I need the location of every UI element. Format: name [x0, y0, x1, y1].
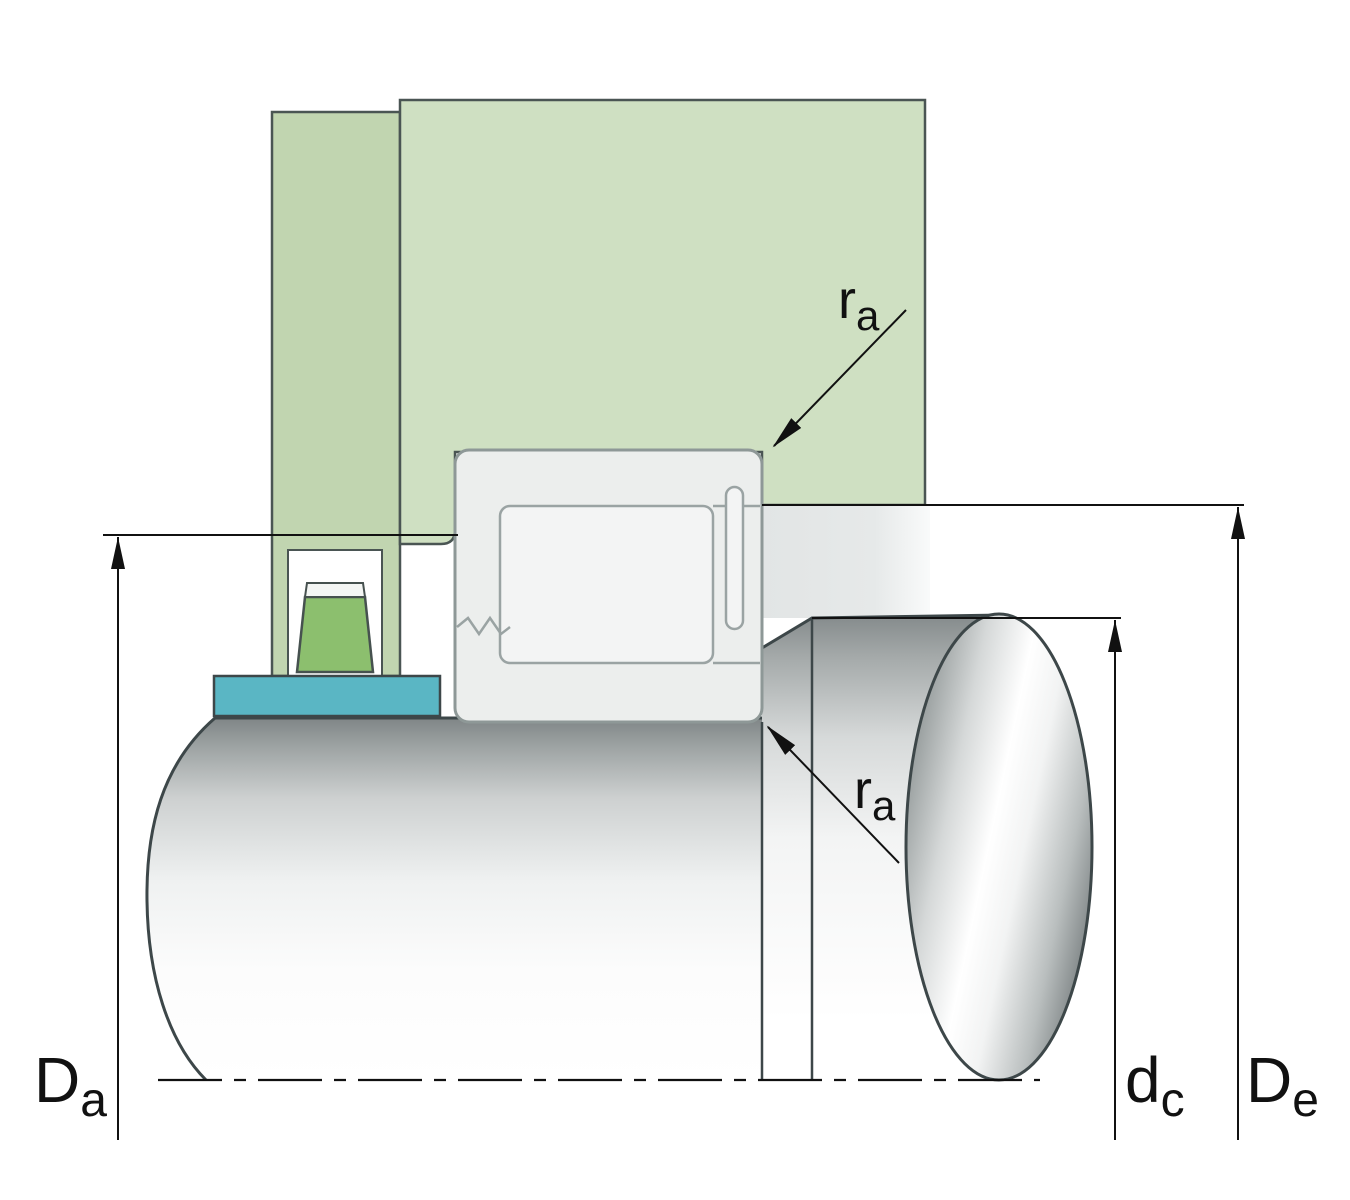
label-dc: dc [1125, 1044, 1185, 1127]
label-ra-top: ra [838, 270, 880, 339]
label-ra-bottom: ra [854, 760, 896, 829]
annotation-group: Da dc De ra ra [34, 270, 1319, 1140]
seal-element-cap [303, 582, 367, 598]
shaft-end-curve [904, 612, 1094, 1082]
leader-ra-top [772, 309, 907, 448]
bearing-break-symbol [456, 615, 511, 637]
shaft-main-body [146, 718, 763, 1080]
seal-group [212, 582, 442, 718]
bearing-cage-pin [724, 485, 745, 631]
label-Da: Da [34, 1044, 107, 1127]
shaft-main-outline [145, 716, 762, 1082]
shaft-group [145, 505, 1094, 1082]
dim-arrow-dc [1108, 620, 1122, 652]
shaft-raceway-section [762, 505, 930, 618]
seal-carrier-ring [212, 674, 442, 718]
leader-ra-bottom [766, 725, 900, 864]
dim-arrow-Da [111, 537, 125, 569]
bearing-roller [498, 504, 715, 665]
dim-arrow-De [1231, 507, 1245, 539]
bearing-group [453, 448, 764, 724]
label-De: De [1246, 1044, 1319, 1127]
seal-element [295, 595, 375, 674]
